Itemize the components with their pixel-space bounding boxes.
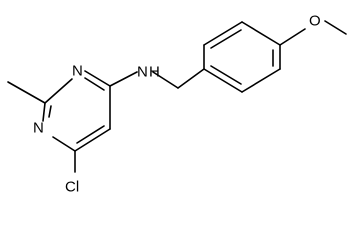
bond-ar6-ar1-inner bbox=[210, 65, 242, 85]
bond-c5-c6 bbox=[74, 128, 111, 152]
bond-ar3-ar4 bbox=[241, 21, 281, 46]
bond-c2-methyl bbox=[7, 81, 46, 104]
bond-nh-ch2 bbox=[152, 71, 179, 89]
bond-o-methyl bbox=[324, 20, 347, 35]
bond-c5-c6-inner bbox=[76, 125, 105, 144]
atom-label-n-ring-top: N bbox=[72, 63, 83, 80]
atom-label-h-amine: H bbox=[149, 64, 160, 81]
chemical-structure: N N N H Cl O bbox=[7, 13, 347, 196]
bond-n1-c2-inner bbox=[48, 105, 52, 118]
atom-label-n-ring-bottom: N bbox=[33, 120, 44, 137]
bond-ch2-ring bbox=[177, 68, 205, 89]
atom-label-n-amine: N bbox=[137, 64, 148, 81]
bond-ar2-ar3 bbox=[203, 21, 243, 46]
bond-n3-c4 bbox=[84, 70, 111, 87]
bond-c4-nh bbox=[109, 71, 138, 87]
bond-c6-n1 bbox=[52, 136, 76, 152]
bonds bbox=[7, 20, 347, 173]
atom-labels: N N N H Cl O bbox=[33, 13, 321, 196]
bond-c2-n3 bbox=[44, 78, 73, 104]
bond-ar5-ar6 bbox=[241, 68, 281, 93]
bond-n1-c2 bbox=[42, 102, 46, 122]
atom-label-chlorine: Cl bbox=[65, 179, 79, 196]
atom-label-oxygen: O bbox=[309, 13, 321, 30]
bond-n3-c4-inner bbox=[84, 77, 105, 91]
bond-ar2-ar3-inner bbox=[210, 29, 242, 49]
bond-ar6-ar1 bbox=[203, 68, 243, 93]
bond-ar4-o bbox=[279, 28, 306, 46]
